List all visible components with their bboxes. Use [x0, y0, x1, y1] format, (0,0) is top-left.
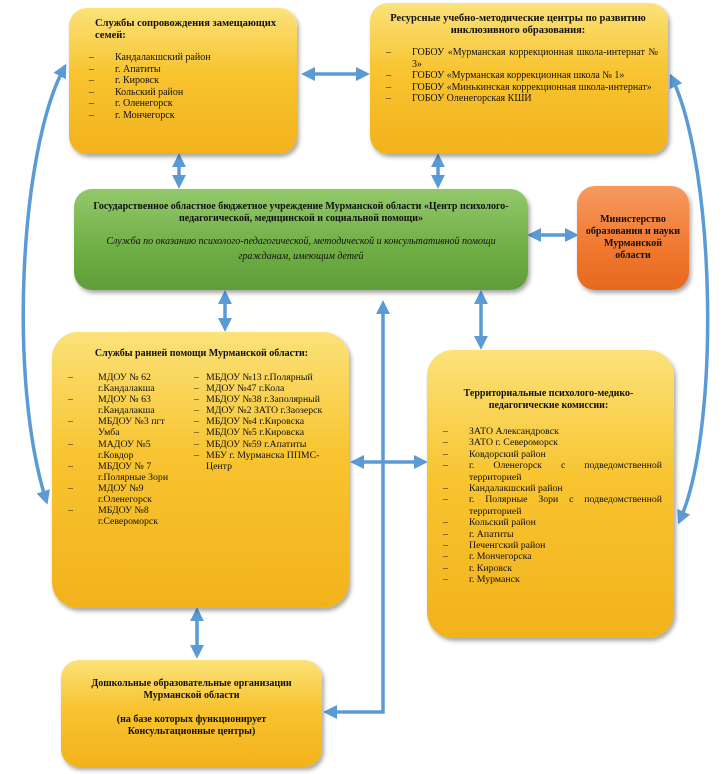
list-item: МДОУ №9 г.Оленегорск	[60, 483, 186, 505]
ministry-box: Министерство образования и науки Мурманс…	[577, 186, 689, 290]
family-support-title: Службы сопровождения замещающих семей:	[95, 18, 277, 41]
preschool-note: (на базе которых функционирует Консульта…	[116, 714, 267, 737]
list-item: г. Апатиты	[435, 529, 662, 541]
list-item: г. Оленегорск	[81, 98, 289, 110]
resource-centers-box: Ресурсные учебно-методические центры по …	[370, 3, 668, 154]
list-item: ЗАТО Александровск	[435, 426, 662, 438]
list-item: г. Кировск	[435, 563, 662, 575]
list-item: МБДОУ №59 г.Апатиты	[186, 439, 334, 450]
list-item: МДОУ № 63 г.Кандалакша	[60, 394, 186, 416]
preschool-box: Дошкольные образовательные организации М…	[61, 660, 322, 767]
list-item: ГОБОУ Оленегорская КШИ	[378, 93, 658, 105]
list-item: МБУ г. Мурманска ППМС-Центр	[186, 450, 334, 472]
list-item: Кольский район	[81, 87, 289, 99]
list-item: Кандалакшский район	[435, 483, 662, 495]
early-help-list-1: МДОУ № 62 г.Кандалакша МДОУ № 63 г.Канда…	[60, 372, 186, 527]
list-item: ГОБОУ «Мурманская коррекционная школа № …	[378, 70, 658, 82]
list-item: Кандалакшский район	[81, 52, 289, 64]
pmpk-title: Территориальные психолого-медико-педагог…	[463, 388, 634, 411]
list-item: МБДОУ №5 г.Кировска	[186, 427, 334, 438]
early-help-box: Службы ранней помощи Мурманской области:…	[52, 332, 349, 608]
list-item: МАДОУ №5 г.Ковдор	[60, 439, 186, 461]
list-item: Ковдорский район	[435, 449, 662, 461]
list-item: г. Мончегорска	[435, 551, 662, 563]
list-item: г. Оленегорск с подведомственной террито…	[435, 460, 662, 483]
list-item: МДОУ № 62 г.Кандалакша	[60, 372, 186, 394]
early-help-title: Службы ранней помощи Мурманской области:	[94, 348, 309, 359]
list-item: г. Мончегорск	[81, 110, 289, 122]
list-item: ЗАТО г. Североморск	[435, 437, 662, 449]
list-item: Печенгский район	[435, 540, 662, 552]
early-help-list-2: МБДОУ №13 г.Полярный МДОУ №47 г.Кола МБД…	[186, 372, 334, 527]
center-subtitle: Служба по оказанию психолого-педагогичес…	[106, 236, 496, 262]
list-item: МБДОУ №8 г.Североморск	[60, 505, 186, 527]
arrow-resource-pmpk-curve	[669, 73, 710, 525]
family-support-box: Службы сопровождения замещающих семей: К…	[69, 8, 297, 154]
list-item: МДОУ №47 г.Кола	[186, 383, 334, 394]
early-help-columns: МДОУ № 62 г.Кандалакша МДОУ № 63 г.Канда…	[60, 372, 343, 527]
preschool-title: Дошкольные образовательные организации М…	[91, 678, 292, 701]
resource-centers-title: Ресурсные учебно-методические центры по …	[390, 13, 646, 36]
ministry-title: Министерство образования и науки Мурманс…	[585, 214, 681, 261]
arrow-family-early-curve	[21, 63, 67, 505]
pmpk-list: ЗАТО Александровск ЗАТО г. Североморск К…	[435, 426, 662, 586]
family-support-list: Кандалакшский район г. Апатиты г. Кировс…	[81, 52, 289, 122]
list-item: МДОУ №2 ЗАТО г.Заозерск	[186, 405, 334, 416]
list-item: Кольский район	[435, 517, 662, 529]
list-item: МБДОУ №4 г.Кировска	[186, 416, 334, 427]
list-item: МБДОУ № 7 г.Полярные Зори	[60, 461, 186, 483]
list-item: ГОБОУ «Минькинская коррекционная школа-и…	[378, 82, 658, 94]
list-item: МБДОУ №3 пгт Умба	[60, 416, 186, 438]
list-item: МБДОУ №13 г.Полярный	[186, 372, 334, 383]
pmpk-box: Территориальные психолого-медико-педагог…	[427, 350, 674, 638]
resource-centers-list: ГОБОУ «Мурманская коррекционная школа-ин…	[378, 47, 658, 105]
center-title: Государственное областное бюджетное учре…	[93, 201, 509, 224]
center-box: Государственное областное бюджетное учре…	[74, 189, 528, 290]
list-item: г. Апатиты	[81, 64, 289, 76]
list-item: ГОБОУ «Мурманская коррекционная школа-ин…	[378, 47, 658, 70]
list-item: г. Кировск	[81, 75, 289, 87]
list-item: г. Мурманск	[435, 574, 662, 586]
arrow-preschool-center	[323, 300, 390, 719]
list-item: г. Полярные Зори с подведомственной терр…	[435, 494, 662, 517]
list-item: МБДОУ №38 г.Заполярный	[186, 394, 334, 405]
